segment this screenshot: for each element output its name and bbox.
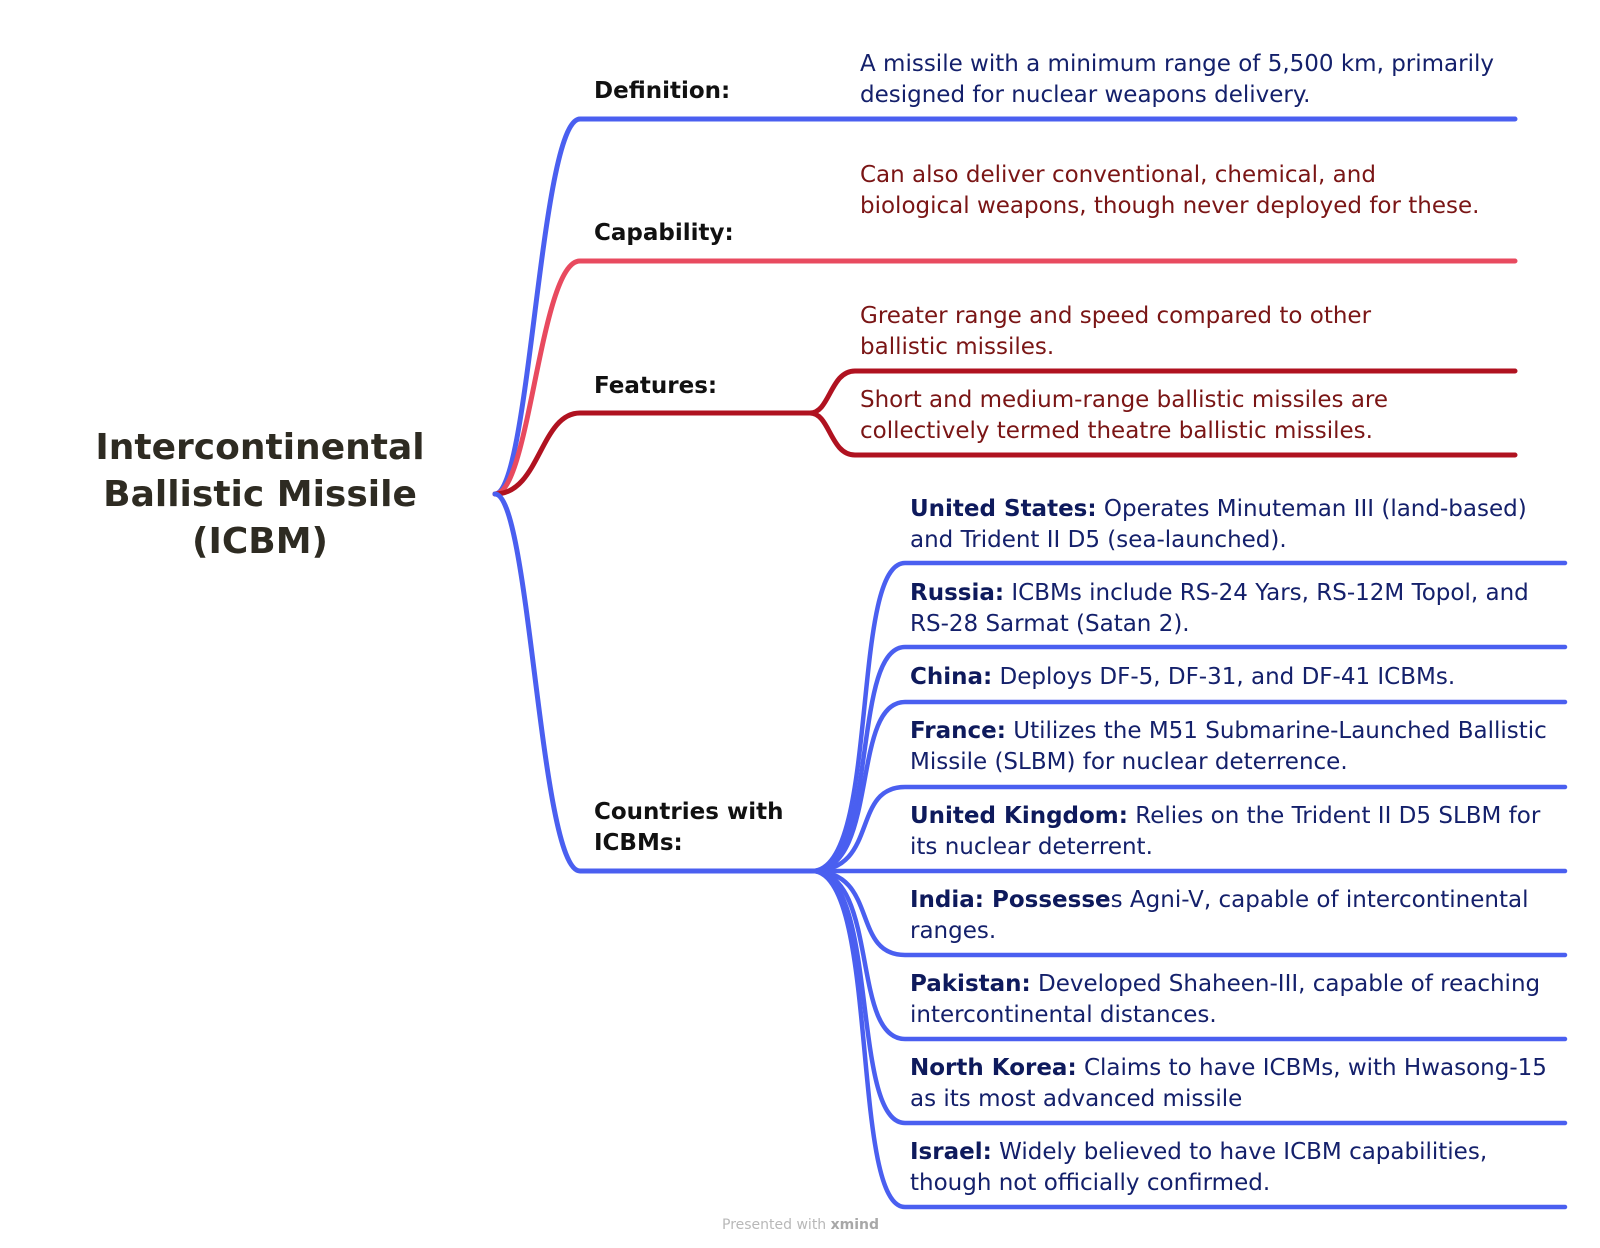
country-description: Operates Minuteman III (land-based) and … (910, 496, 1527, 553)
connector-features-leaf-2 (807, 410, 1518, 458)
country-description: Relies on the Trident II D5 SLBM for its… (910, 803, 1541, 860)
country-description: Deploys DF-5, DF-31, and DF-41 ICBMs. (992, 664, 1456, 690)
country-name: Russia: (910, 580, 1005, 606)
country-item[interactable]: Russia: ICBMs include RS-24 Yars, RS-12M… (910, 578, 1550, 640)
country-item[interactable]: France: Utilizes the M51 Submarine-Launc… (910, 716, 1550, 778)
branch-countries-label[interactable]: Countries with ICBMs: (594, 799, 784, 856)
connector-root-capability (492, 258, 1518, 497)
country-name: United States: (910, 496, 1097, 522)
connector-country-1 (809, 560, 1568, 874)
connector-country-6 (809, 868, 1568, 958)
country-name: India: Possesse (910, 887, 1111, 913)
connector-country-3 (809, 699, 1568, 874)
country-item[interactable]: India: Possesses Agni-V, capable of inte… (910, 885, 1550, 947)
country-description: Claims to have ICBMs, with Hwasong-15 as… (910, 1055, 1547, 1112)
country-item[interactable]: United States: Operates Minuteman III (l… (910, 494, 1550, 556)
country-item[interactable]: Israel: Widely believed to have ICBM cap… (910, 1137, 1550, 1199)
connector-root-definition (492, 116, 1518, 497)
connector-country-9 (809, 868, 1568, 1210)
definition-text[interactable]: A missile with a minimum range of 5,500 … (860, 51, 1494, 108)
watermark-prefix: Presented with (722, 1217, 831, 1233)
country-description: Utilizes the M51 Submarine-Launched Ball… (910, 718, 1547, 775)
country-description: ICBMs include RS-24 Yars, RS-12M Topol, … (910, 580, 1529, 637)
country-description: Widely believed to have ICBM capabilitie… (910, 1139, 1488, 1196)
features-text-1[interactable]: Greater range and speed compared to othe… (860, 303, 1372, 360)
country-name: China: (910, 664, 993, 690)
country-name: North Korea: (910, 1055, 1077, 1081)
country-name: Pakistan: (910, 971, 1031, 997)
capability-text[interactable]: Can also deliver conventional, chemical,… (860, 162, 1480, 219)
branch-features-label[interactable]: Features: (594, 373, 718, 399)
connector-root-features (492, 410, 813, 497)
connector-features-leaf-1 (807, 368, 1518, 416)
country-item[interactable]: China: Deploys DF-5, DF-31, and DF-41 IC… (910, 662, 1550, 693)
country-description: Developed Shaheen-III, capable of reachi… (910, 971, 1541, 1028)
branch-definition-label[interactable]: Definition: (594, 78, 731, 104)
connector-country-4 (809, 784, 1568, 874)
country-description: s Agni-V, capable of intercontinental ra… (910, 887, 1529, 944)
connector-country-2 (809, 644, 1568, 874)
connector-root-countries (492, 491, 815, 874)
watermark: Presented with xmind (722, 1217, 879, 1233)
features-text-2[interactable]: Short and medium-range ballistic missile… (860, 387, 1389, 444)
watermark-brand: xmind (830, 1217, 880, 1233)
country-name: United Kingdom: (910, 803, 1128, 829)
country-name: Israel: (910, 1139, 992, 1165)
country-item[interactable]: United Kingdom: Relies on the Trident II… (910, 801, 1550, 863)
root-topic[interactable]: Intercontinental Ballistic Missile (ICBM… (95, 427, 425, 562)
branch-capability-label[interactable]: Capability: (594, 220, 734, 246)
connector-country-8 (809, 868, 1568, 1126)
connector-country-7 (809, 868, 1568, 1042)
country-name: France: (910, 718, 1006, 744)
country-item[interactable]: North Korea: Claims to have ICBMs, with … (910, 1053, 1560, 1115)
country-item[interactable]: Pakistan: Developed Shaheen-III, capable… (910, 969, 1550, 1031)
